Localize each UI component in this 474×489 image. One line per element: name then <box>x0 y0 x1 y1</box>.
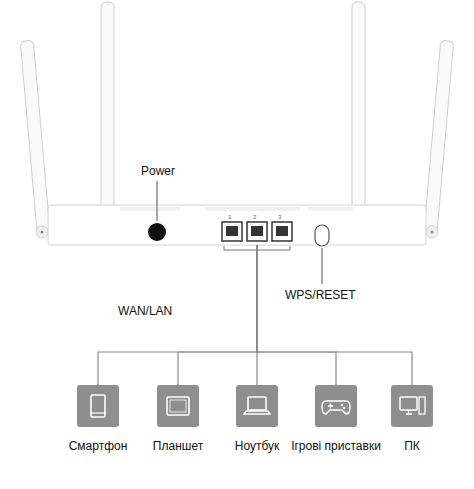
router-housing: 1 2 3 <box>48 205 426 245</box>
ethernet-port <box>272 222 292 241</box>
port-socket <box>276 226 288 236</box>
device-icon-tile <box>315 385 357 427</box>
antenna-hinge <box>426 226 438 238</box>
ethernet-port <box>222 222 242 241</box>
power-button <box>148 223 166 241</box>
callout-label: WAN/LAN <box>118 304 172 318</box>
hinge-dot <box>431 231 434 234</box>
device-icon-tile <box>236 385 278 427</box>
device-node: ПК <box>367 385 457 454</box>
device-icon <box>236 385 278 427</box>
port-socket <box>226 226 238 236</box>
device-icon <box>77 385 119 427</box>
wps-button <box>315 225 329 246</box>
antenna <box>20 40 50 232</box>
device-icon <box>315 385 357 427</box>
leader-line <box>322 248 323 284</box>
antenna <box>352 2 365 234</box>
body-trim <box>308 207 353 211</box>
hinge-dot <box>41 231 44 234</box>
port-number: 1 <box>228 214 231 221</box>
connector <box>257 245 336 385</box>
device-node: Планшет <box>133 385 223 454</box>
device-label: ПК <box>367 439 457 454</box>
device-icon <box>391 385 433 427</box>
device-icon-tile <box>391 385 433 427</box>
port-socket <box>251 226 263 236</box>
leader-line <box>157 181 158 221</box>
antenna <box>424 40 454 232</box>
antenna <box>101 2 114 234</box>
device-label: Ноутбук <box>212 439 302 454</box>
antenna-hinge <box>36 226 48 238</box>
port-number: 3 <box>278 214 281 221</box>
device-label: Планшет <box>133 439 223 454</box>
device-node: Смартфон <box>53 385 143 454</box>
device-node: Ноутбук <box>212 385 302 454</box>
device-label: Ігрові приставки <box>291 439 381 454</box>
device-icon-tile <box>77 385 119 427</box>
body-trim <box>205 207 300 211</box>
connector <box>178 245 257 385</box>
callout-label: WPS/RESET <box>285 288 356 302</box>
connector <box>98 245 257 385</box>
device-icon <box>157 385 199 427</box>
device-icon-tile <box>157 385 199 427</box>
device-node: Ігрові приставки <box>291 385 381 454</box>
callout-label: Power <box>141 164 175 178</box>
port-number: 2 <box>253 214 256 221</box>
connector <box>257 245 412 385</box>
device-label: Смартфон <box>53 439 143 454</box>
router-body <box>48 205 426 245</box>
body-trim <box>120 207 180 211</box>
ethernet-port <box>247 222 267 241</box>
